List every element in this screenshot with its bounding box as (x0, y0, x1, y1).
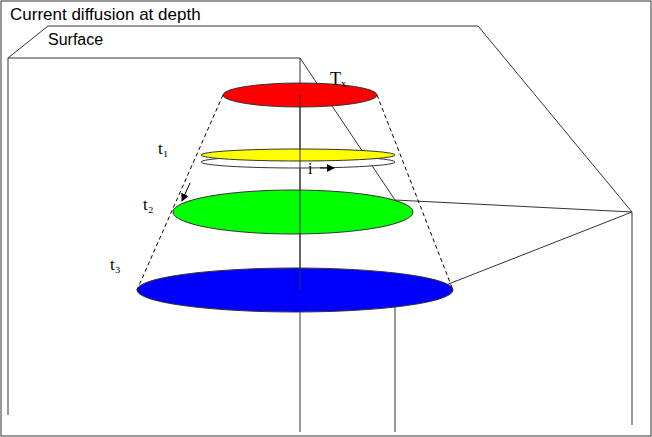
current-arrow (320, 168, 334, 169)
diagram-title: Current diffusion at depth (10, 6, 201, 25)
current-ring-t1 (201, 149, 395, 161)
cone-line (137, 95, 223, 290)
transmitter-label: Tₓ (330, 70, 346, 90)
cone-line (377, 95, 453, 290)
time-label: t₁ (158, 140, 169, 159)
front-top-edge (8, 58, 300, 59)
cut-edge (395, 200, 632, 212)
diffusion-arrow (182, 183, 190, 201)
surface-label: Surface (48, 31, 103, 49)
current-label: i (308, 160, 312, 178)
step-edge (395, 305, 396, 432)
time-label: t₃ (110, 256, 121, 275)
current-ring-t3 (137, 268, 453, 312)
block-edges (8, 26, 632, 432)
time-label: t₂ (143, 196, 154, 215)
cut-edge (300, 58, 395, 200)
current-ring-t2 (173, 190, 413, 234)
block-outline (8, 26, 632, 425)
axis-line (300, 95, 301, 290)
center-line (300, 58, 301, 432)
